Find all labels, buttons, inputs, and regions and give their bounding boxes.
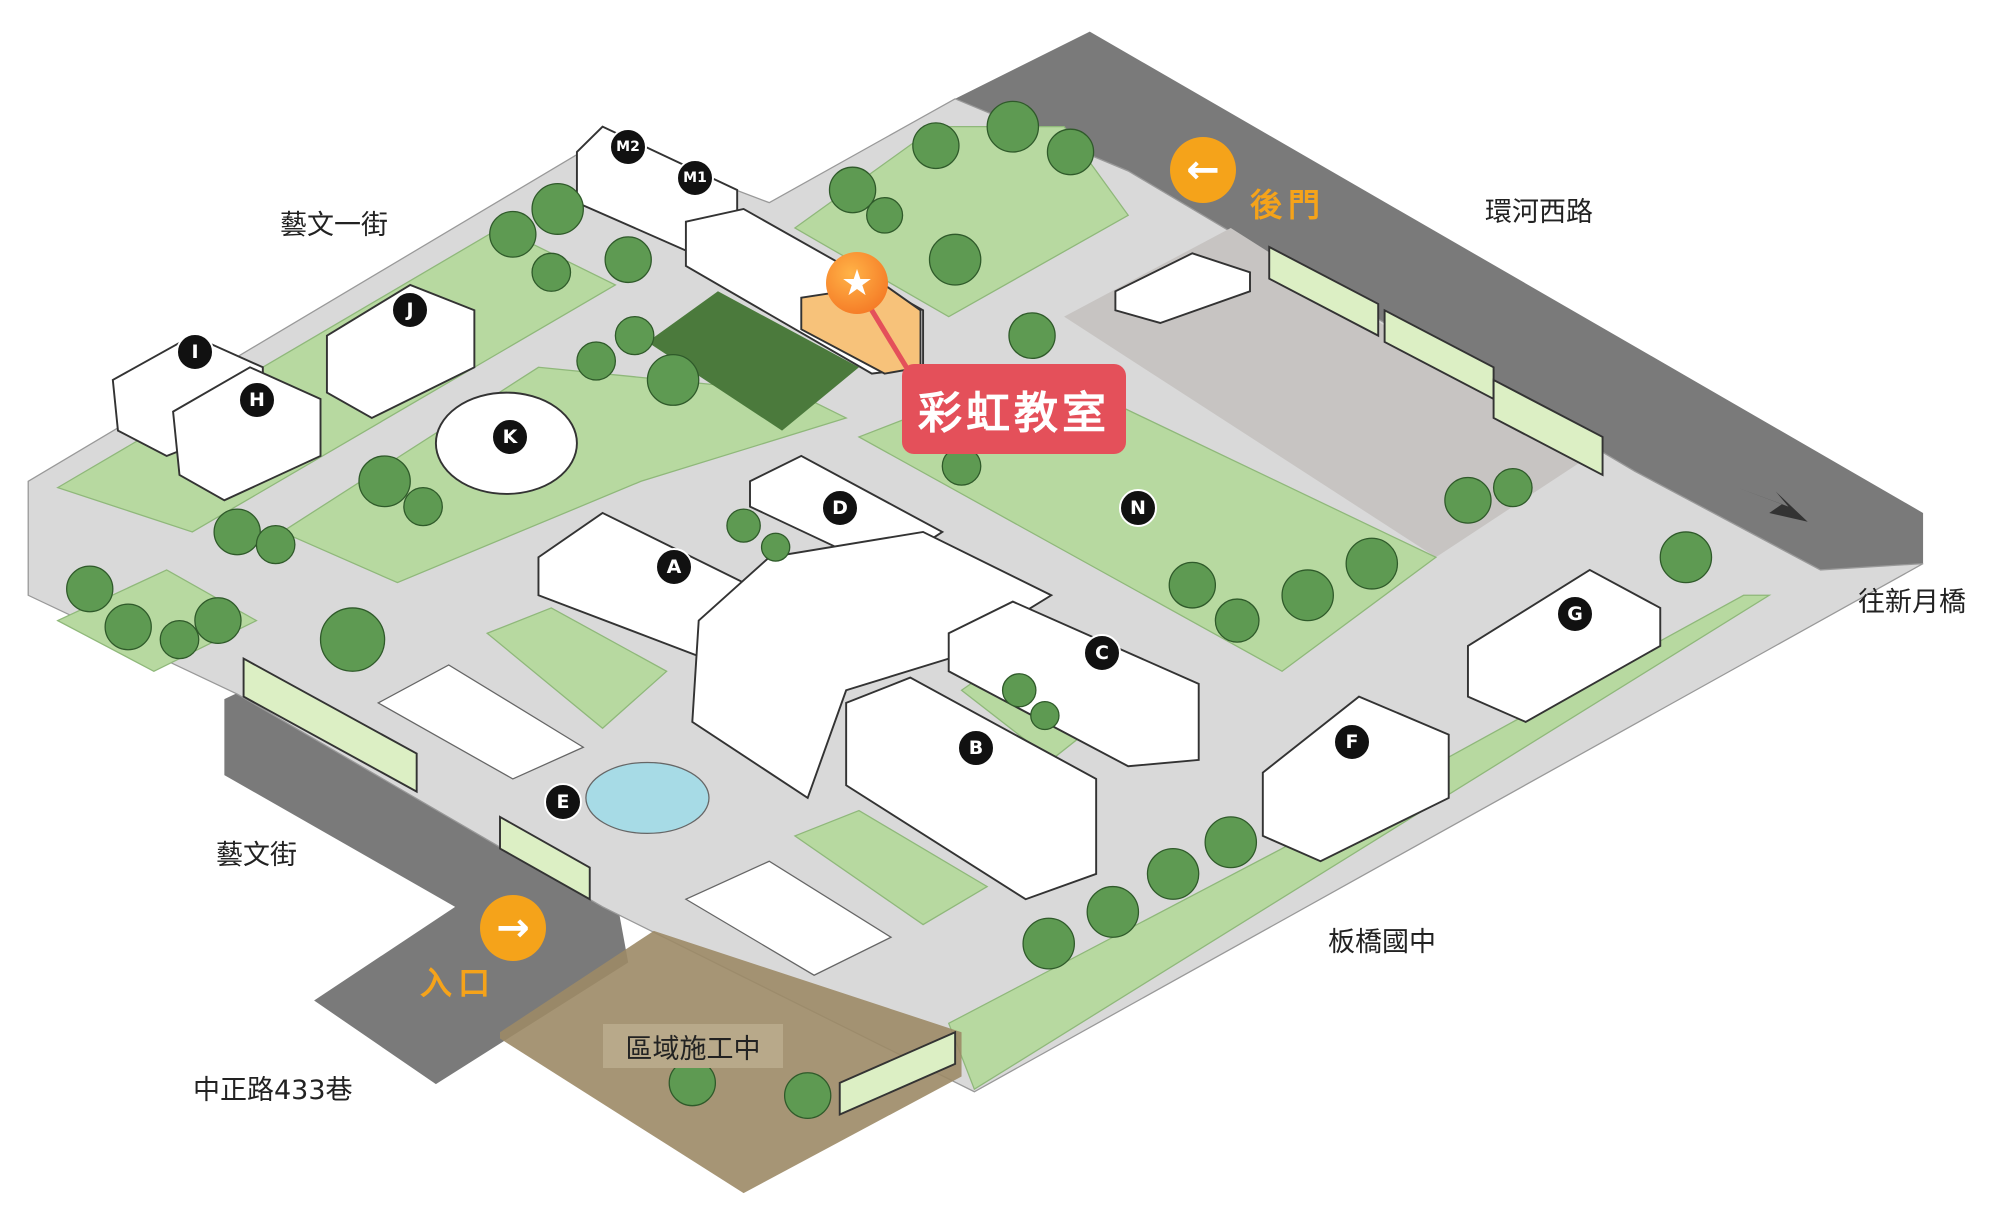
fountain <box>585 761 710 835</box>
entrance-label[interactable]: 入口 <box>420 964 497 1002</box>
road-arrow-icon <box>1737 487 1808 522</box>
star-icon[interactable]: ★ <box>826 252 888 314</box>
building-label-d[interactable]: D <box>821 489 859 527</box>
street-label-to-xinyue-bridge: 往新月橋 <box>1858 587 1966 618</box>
buildings <box>111 125 1662 1117</box>
building-label-b[interactable]: B <box>957 729 995 767</box>
yiwen-road <box>224 683 629 1085</box>
building-label-c[interactable]: C <box>1083 634 1121 672</box>
building-label-h[interactable]: H <box>238 381 276 419</box>
building-label-a[interactable]: A <box>655 548 693 586</box>
trees <box>66 100 1713 1119</box>
rainbow-classroom-callout[interactable]: 彩虹教室 <box>902 364 1126 454</box>
arrow-left-icon[interactable]: ← <box>1170 137 1236 203</box>
building-label-m2[interactable]: M2 <box>609 128 647 166</box>
building-label-j[interactable]: J <box>391 291 429 329</box>
building-label-i[interactable]: I <box>176 333 214 371</box>
street-label-yiwen-1st: 藝文一街 <box>280 210 388 241</box>
building-label-k[interactable]: K <box>491 418 529 456</box>
court-left <box>376 664 585 780</box>
construction-label: 區域施工中 <box>603 1024 783 1068</box>
court-bottom <box>684 860 893 976</box>
building-label-f[interactable]: F <box>1333 723 1371 761</box>
building-label-n[interactable]: N <box>1119 489 1157 527</box>
street-label-yiwen: 藝文街 <box>216 840 297 871</box>
back-gate-label[interactable]: 後門 <box>1250 186 1327 224</box>
building-label-e[interactable]: E <box>544 783 582 821</box>
street-label-huanhe-west: 環河西路 <box>1485 197 1593 228</box>
street-label-banqiao-jhs: 板橋國中 <box>1328 927 1436 958</box>
building-label-m1[interactable]: M1 <box>676 159 714 197</box>
arrow-right-icon[interactable]: → <box>480 895 546 961</box>
street-label-zhongzheng-433: 中正路433巷 <box>193 1075 353 1106</box>
building-label-g[interactable]: G <box>1556 595 1594 633</box>
playground <box>647 291 859 431</box>
